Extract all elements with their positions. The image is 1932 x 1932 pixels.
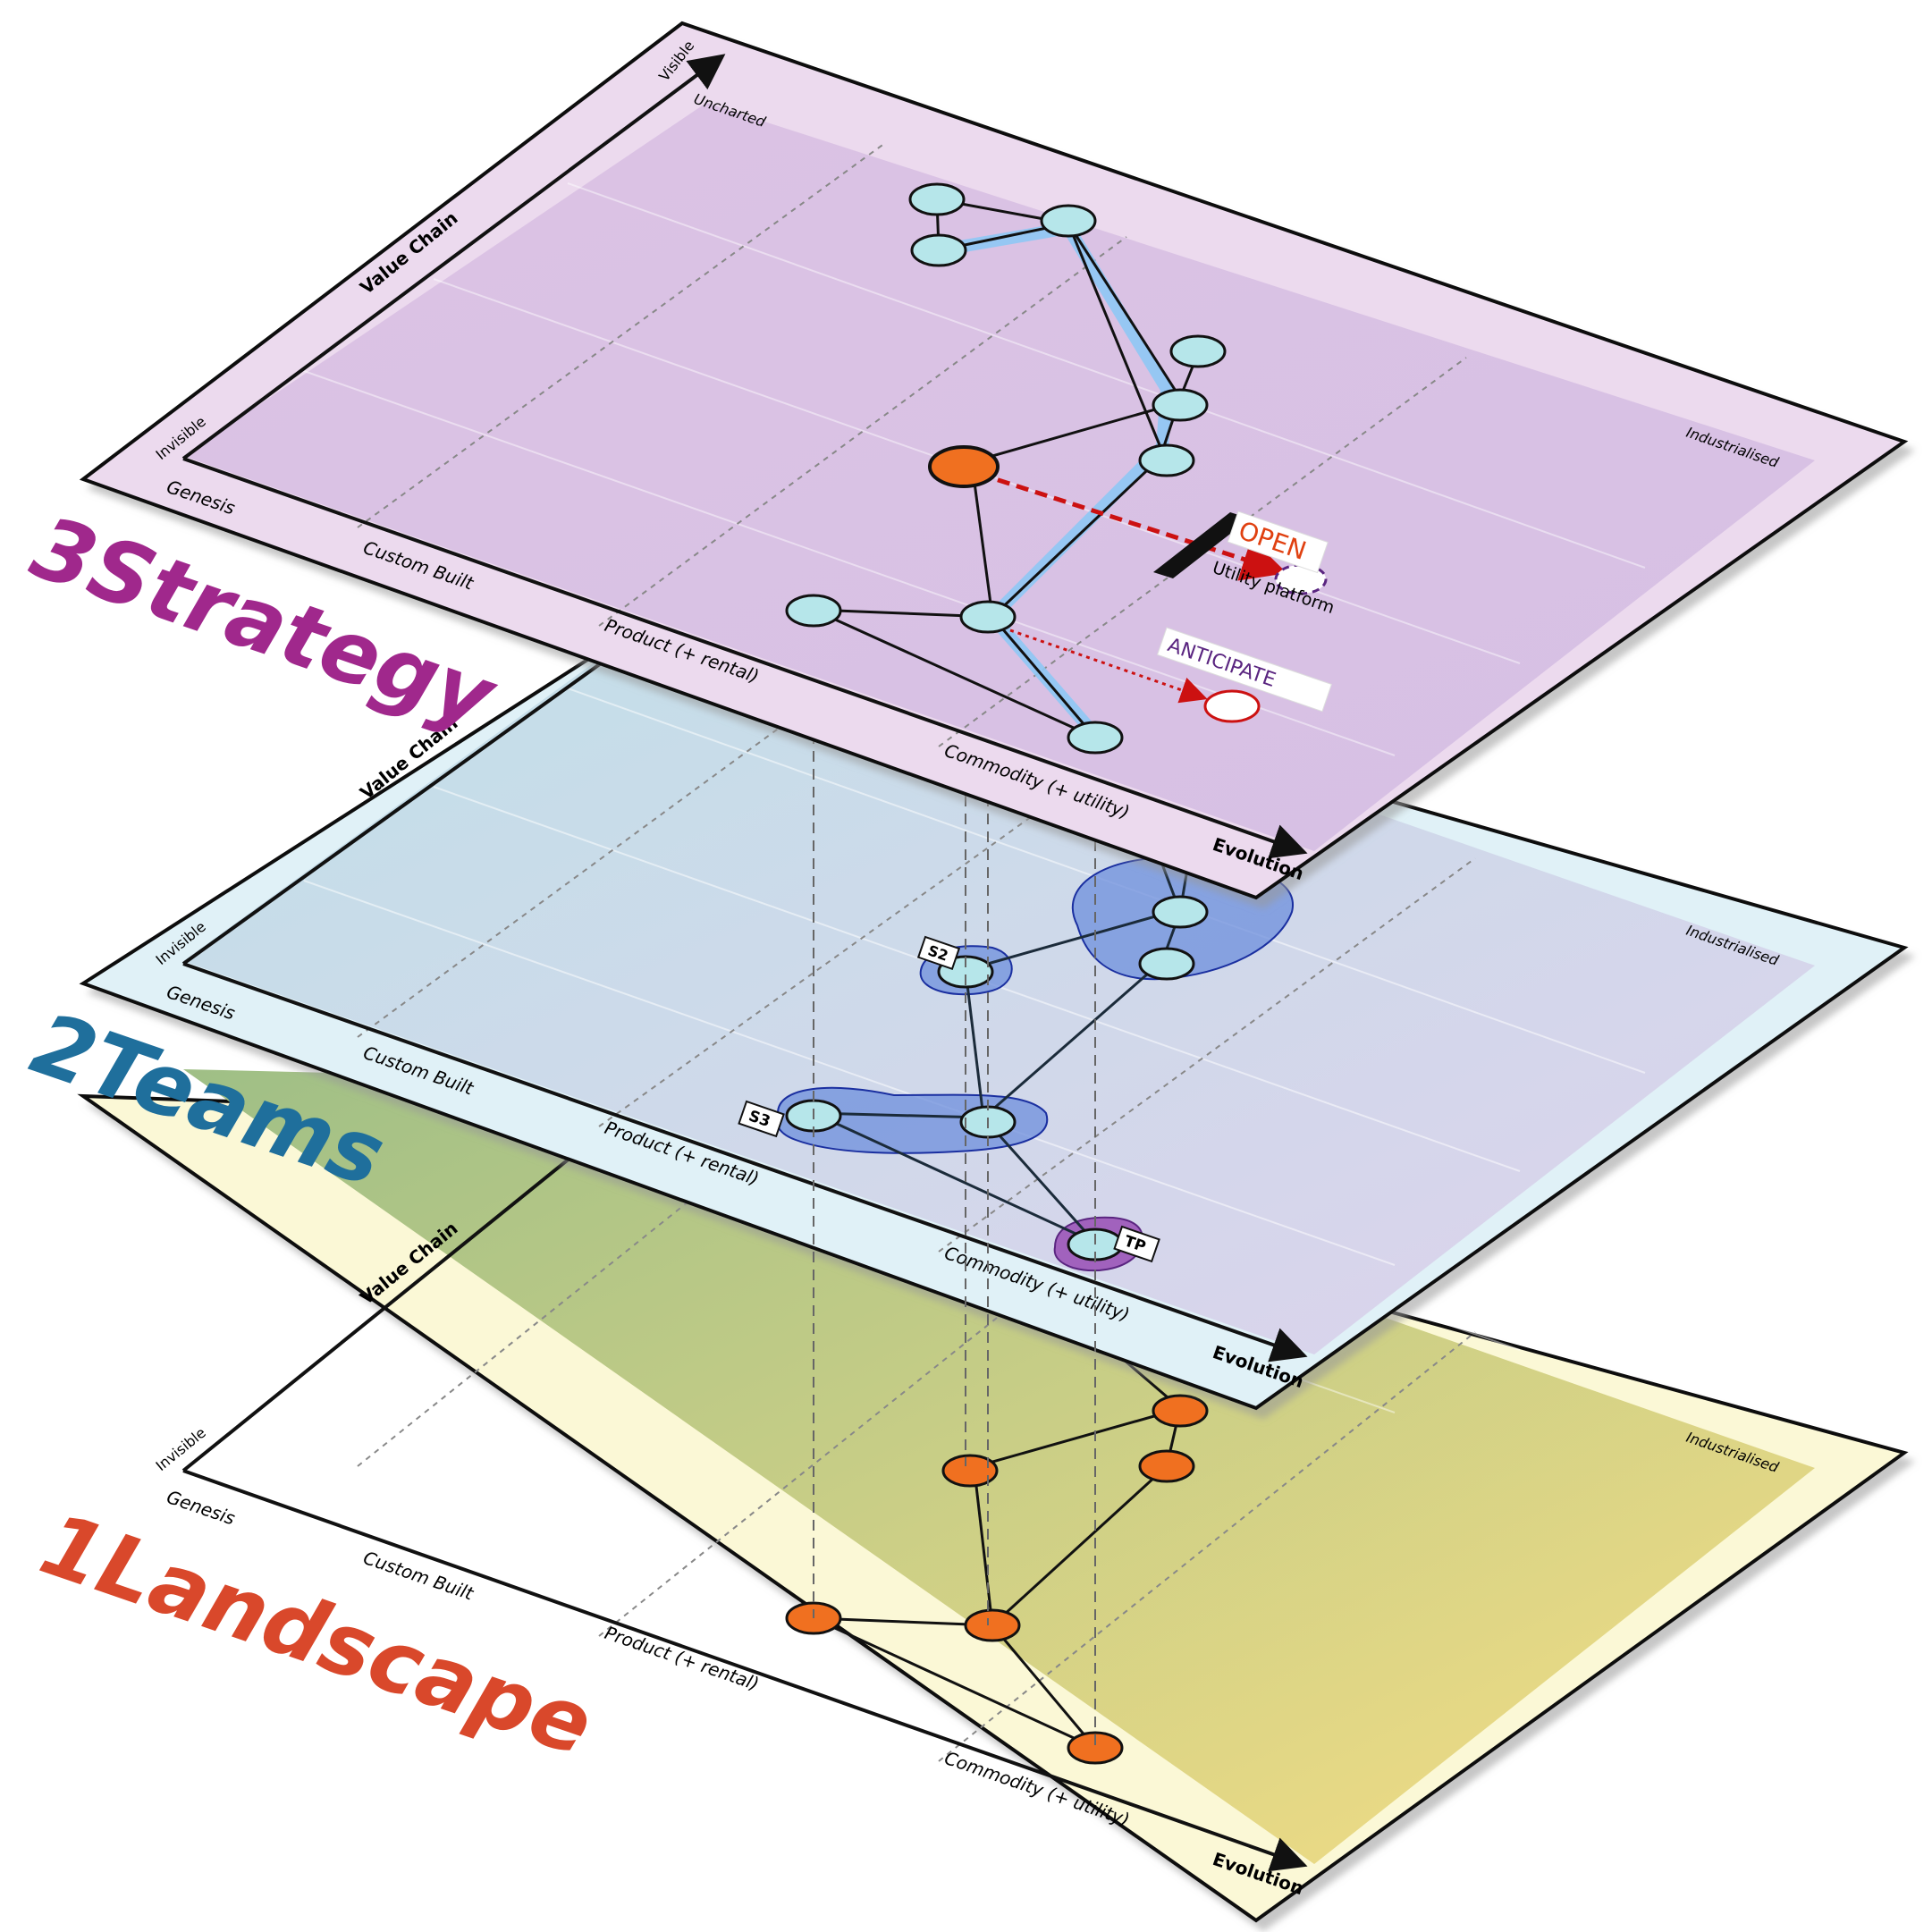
team-tag-s2: S2 [916, 935, 961, 970]
landscape-node [1152, 1394, 1209, 1428]
teams-evolution-axis [182, 962, 1308, 1363]
anticipate-move-arrow [1009, 629, 1208, 704]
strategy-value-chain-axis [181, 54, 726, 460]
anticipated-node [1203, 689, 1261, 723]
strategy-layer: OPEN Utility platform ANTICIPATE Value C… [21, 21, 1909, 900]
landscape-map-area [183, 1069, 1815, 1864]
layer-projection-lines [813, 733, 1096, 1748]
landscape-evolution-axis [182, 1469, 1308, 1872]
team-tag-s3: S3 [738, 1100, 785, 1138]
strategy-node [1169, 334, 1227, 368]
team-tag-tp: TP [1113, 1225, 1160, 1263]
strategy-node [1152, 388, 1209, 422]
landscape-node [941, 1454, 999, 1488]
landscape-title: 1Landscape [30, 1494, 605, 1776]
landscape-node [964, 1608, 1021, 1642]
open-barrier [1153, 512, 1250, 578]
teams-layer: S2 S3 TP Value Chain Invisible Industria… [21, 577, 1909, 1411]
strategy-stage-dividers [357, 142, 1467, 747]
strategy-node [1067, 721, 1124, 755]
strategy-node [785, 594, 842, 628]
open-move-arrow [978, 471, 1287, 581]
teams-node [1152, 895, 1209, 929]
strategy-focus-node [928, 445, 1000, 488]
strategy-node [959, 600, 1017, 634]
strategy-evolution-axis [182, 457, 1308, 859]
landscape-stage-genesis: Genesis [164, 1486, 238, 1529]
landscape-node [1138, 1449, 1195, 1483]
strategy-nodes [785, 182, 1227, 755]
strategy-node [908, 182, 966, 216]
landscape-node [1067, 1731, 1124, 1765]
strategy-node [1040, 204, 1097, 238]
strategy-node [1138, 443, 1195, 477]
landscape-stage-product: Product (+ rental) [602, 1622, 762, 1695]
landscape-invisible-label: Invisible [153, 1424, 209, 1474]
teams-node [1138, 947, 1195, 981]
strategy-map-area [183, 103, 1815, 851]
strategy-node [910, 233, 967, 267]
